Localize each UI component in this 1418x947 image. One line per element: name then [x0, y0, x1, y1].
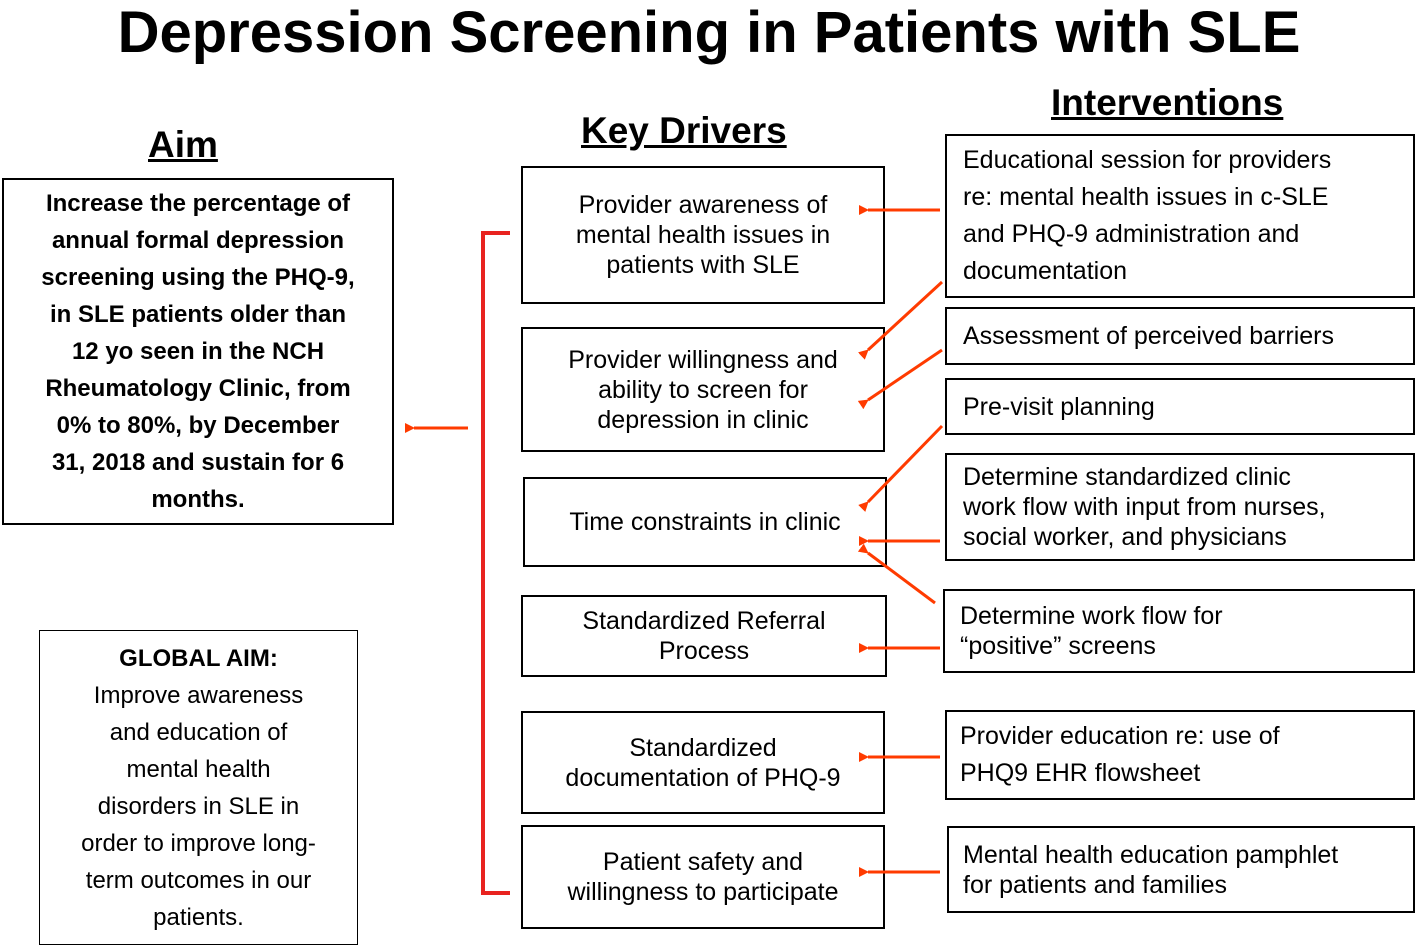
page-title: Depression Screening in Patients with SL… — [117, 0, 1301, 65]
intervention-box: Determine standardized clinic work flow … — [945, 453, 1415, 561]
key-driver-label: Standardized Referral Process — [582, 607, 826, 665]
interventions-heading: Interventions — [1051, 82, 1284, 123]
key-driver-box: Provider awareness of mental health issu… — [521, 166, 885, 304]
intervention-label: Determine standardized clinic work flow … — [963, 463, 1326, 551]
key-driver-box: Provider willingness and ability to scre… — [521, 327, 885, 452]
key-driver-label: Time constraints in clinic — [569, 508, 841, 536]
key-driver-label: Standardized documentation of PHQ-9 — [565, 733, 841, 792]
key-driver-box: Time constraints in clinic — [523, 477, 887, 567]
bracket-line — [481, 231, 510, 895]
intervention-box: Provider education re: use of PHQ9 EHR f… — [945, 710, 1415, 800]
key-driver-label: Provider awareness of mental health issu… — [575, 191, 831, 279]
intervention-label: Pre-visit planning — [963, 392, 1155, 421]
intervention-label: Mental health education pamphlet for pat… — [963, 840, 1339, 899]
intervention-box: Assessment of perceived barriers — [945, 307, 1415, 365]
intervention-label: Educational session for providers re: me… — [963, 146, 1332, 285]
key-driver-label: Provider willingness and ability to scre… — [568, 345, 838, 434]
global-aim-box: GLOBAL AIM: Improve awareness and educat… — [39, 630, 358, 945]
global-aim-title: GLOBAL AIM: — [119, 644, 278, 672]
intervention-box: Mental health education pamphlet for pat… — [947, 826, 1415, 913]
intervention-label: Provider education re: use of PHQ9 EHR f… — [960, 722, 1280, 787]
intervention-box: Educational session for providers re: me… — [945, 134, 1415, 298]
intervention-label: Determine work flow for “positive” scree… — [960, 602, 1223, 660]
intervention-box: Pre-visit planning — [945, 378, 1415, 435]
intervention-box: Determine work flow for “positive” scree… — [943, 589, 1415, 673]
aim-text: Increase the percentage of annual formal… — [41, 190, 355, 513]
aim-box: Increase the percentage of annual formal… — [2, 178, 394, 525]
intervention-label: Assessment of perceived barriers — [963, 322, 1334, 350]
key-driver-box: Standardized Referral Process — [521, 595, 887, 677]
key-driver-label: Patient safety and willingness to partic… — [567, 848, 839, 906]
aim-heading: Aim — [148, 124, 218, 165]
key-drivers-heading: Key Drivers — [581, 110, 787, 151]
global-aim-text: Improve awareness and education of menta… — [81, 681, 316, 931]
key-driver-box: Patient safety and willingness to partic… — [521, 825, 885, 929]
key-driver-box: Standardized documentation of PHQ-9 — [521, 711, 885, 814]
